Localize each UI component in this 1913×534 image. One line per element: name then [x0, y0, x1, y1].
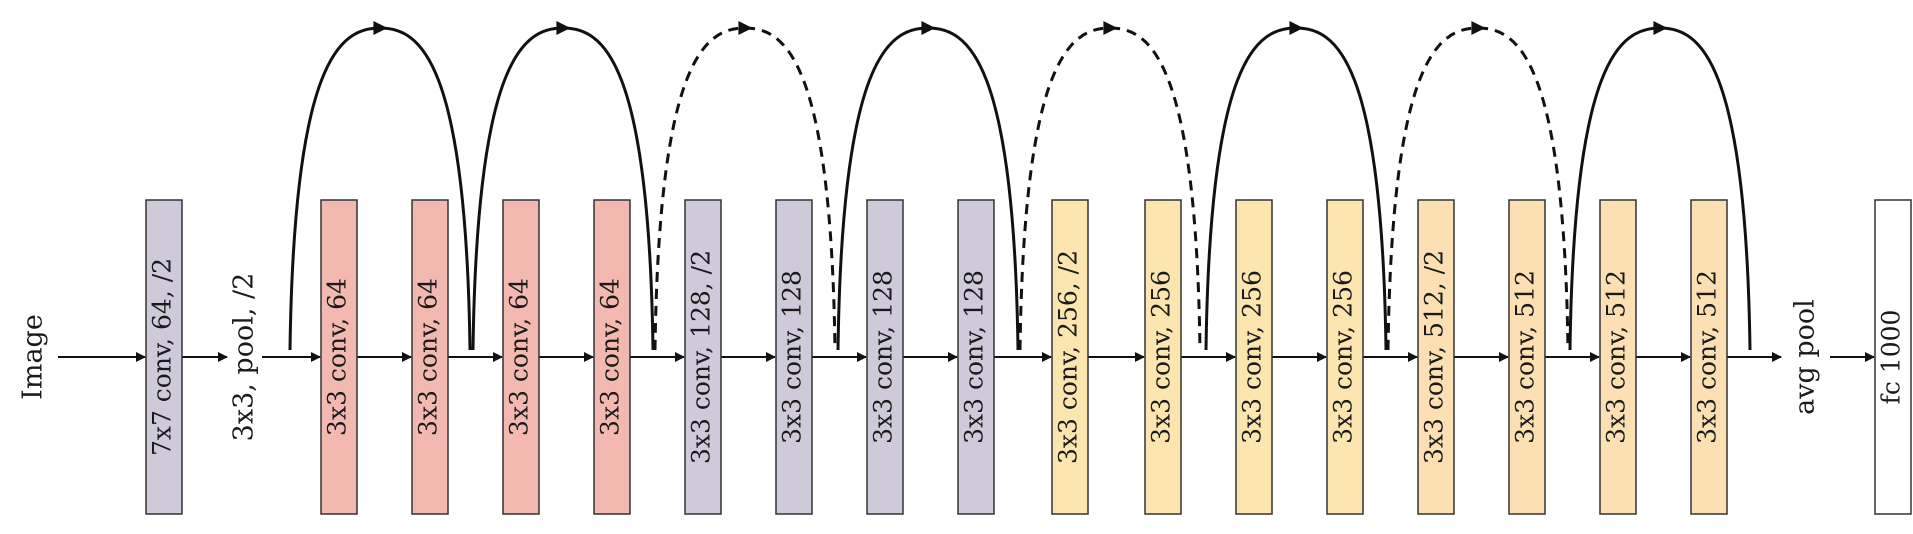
- layer-label: 3x3 conv, 256: [1147, 270, 1176, 444]
- layer-block: 3x3 conv, 64: [502, 199, 540, 515]
- layer-box: [775, 199, 813, 515]
- layer-block: 3x3 conv, 512: [1599, 199, 1637, 515]
- projection-shortcut: [653, 26, 837, 351]
- projection-shortcut: [1018, 26, 1202, 351]
- layer-box: [1051, 199, 1089, 515]
- layer-block: 3x3 conv, 256: [1235, 199, 1273, 515]
- layer-box: [320, 199, 358, 515]
- layer-label: 3x3 conv, 128: [869, 270, 898, 444]
- layer-block: 3x3 conv, 128: [957, 199, 995, 515]
- projection-shortcut: [1386, 26, 1570, 351]
- max-pool-label: 3x3, pool, /2: [229, 273, 260, 442]
- layer-block: 3x3 conv, 256: [1326, 199, 1364, 515]
- layer-block: 3x3 conv, 128, /2: [684, 199, 722, 515]
- layer-box: [1690, 199, 1728, 515]
- layer-label: 3x3 conv, 256: [1238, 270, 1267, 444]
- layer-box: [411, 199, 449, 515]
- layer-label: 3x3 conv, 512: [1693, 270, 1722, 444]
- layer-label: fc 1000: [1877, 310, 1906, 405]
- layer-label: 3x3 conv, 256, /2: [1054, 250, 1083, 464]
- layer-block: 3x3 conv, 128: [775, 199, 813, 515]
- layer-box: [1326, 199, 1364, 515]
- layer-box: [957, 199, 995, 515]
- layer-box: [1144, 199, 1182, 515]
- layer-box: [1508, 199, 1546, 515]
- layer-block: 3x3 conv, 64: [593, 199, 631, 515]
- layer-label: 3x3 conv, 64: [505, 278, 534, 436]
- layer-block: 3x3 conv, 64: [320, 199, 358, 515]
- layer-block: fc 1000: [1874, 199, 1912, 515]
- layer-label: 3x3 conv, 128: [778, 270, 807, 444]
- layer-block: 3x3 conv, 256, /2: [1051, 199, 1089, 515]
- layer-box: [1417, 199, 1455, 515]
- layer-block: 3x3 conv, 512: [1508, 199, 1546, 515]
- layer-block: 3x3 conv, 512, /2: [1417, 199, 1455, 515]
- layer-label: 3x3 conv, 128, /2: [687, 250, 716, 464]
- input-image-label: Image: [18, 314, 49, 400]
- avg-pool-label: avg pool: [1790, 299, 1821, 415]
- layer-label: 3x3 conv, 64: [596, 278, 625, 436]
- layer-box: [1599, 199, 1637, 515]
- layer-block: 7x7 conv, 64, /2: [145, 199, 183, 515]
- layer-label: 3x3 conv, 64: [414, 278, 443, 436]
- layer-box: [866, 199, 904, 515]
- layer-label: 3x3 conv, 128: [960, 270, 989, 444]
- layer-box: [1235, 199, 1273, 515]
- layer-label: 3x3 conv, 512: [1602, 270, 1631, 444]
- layer-block: 3x3 conv, 64: [411, 199, 449, 515]
- layer-box: [1874, 199, 1912, 515]
- layer-label: 3x3 conv, 64: [323, 278, 352, 436]
- layer-blocks: 7x7 conv, 64, /2 3x3 conv, 64 3x3 conv, 64…: [145, 199, 1912, 515]
- layer-box: [593, 199, 631, 515]
- skip-connections: [288, 21, 1752, 351]
- layer-label: 3x3 conv, 512: [1511, 270, 1540, 444]
- layer-box: [145, 199, 183, 515]
- layer-label: 3x3 conv, 256: [1329, 270, 1358, 444]
- layer-block: 3x3 conv, 128: [866, 199, 904, 515]
- layer-label: 3x3 conv, 512, /2: [1420, 250, 1449, 464]
- layer-block: 3x3 conv, 256: [1144, 199, 1182, 515]
- layer-block: 3x3 conv, 512: [1690, 199, 1728, 515]
- layer-box: [502, 199, 540, 515]
- layer-box: [684, 199, 722, 515]
- layer-label: 7x7 conv, 64, /2: [148, 258, 177, 456]
